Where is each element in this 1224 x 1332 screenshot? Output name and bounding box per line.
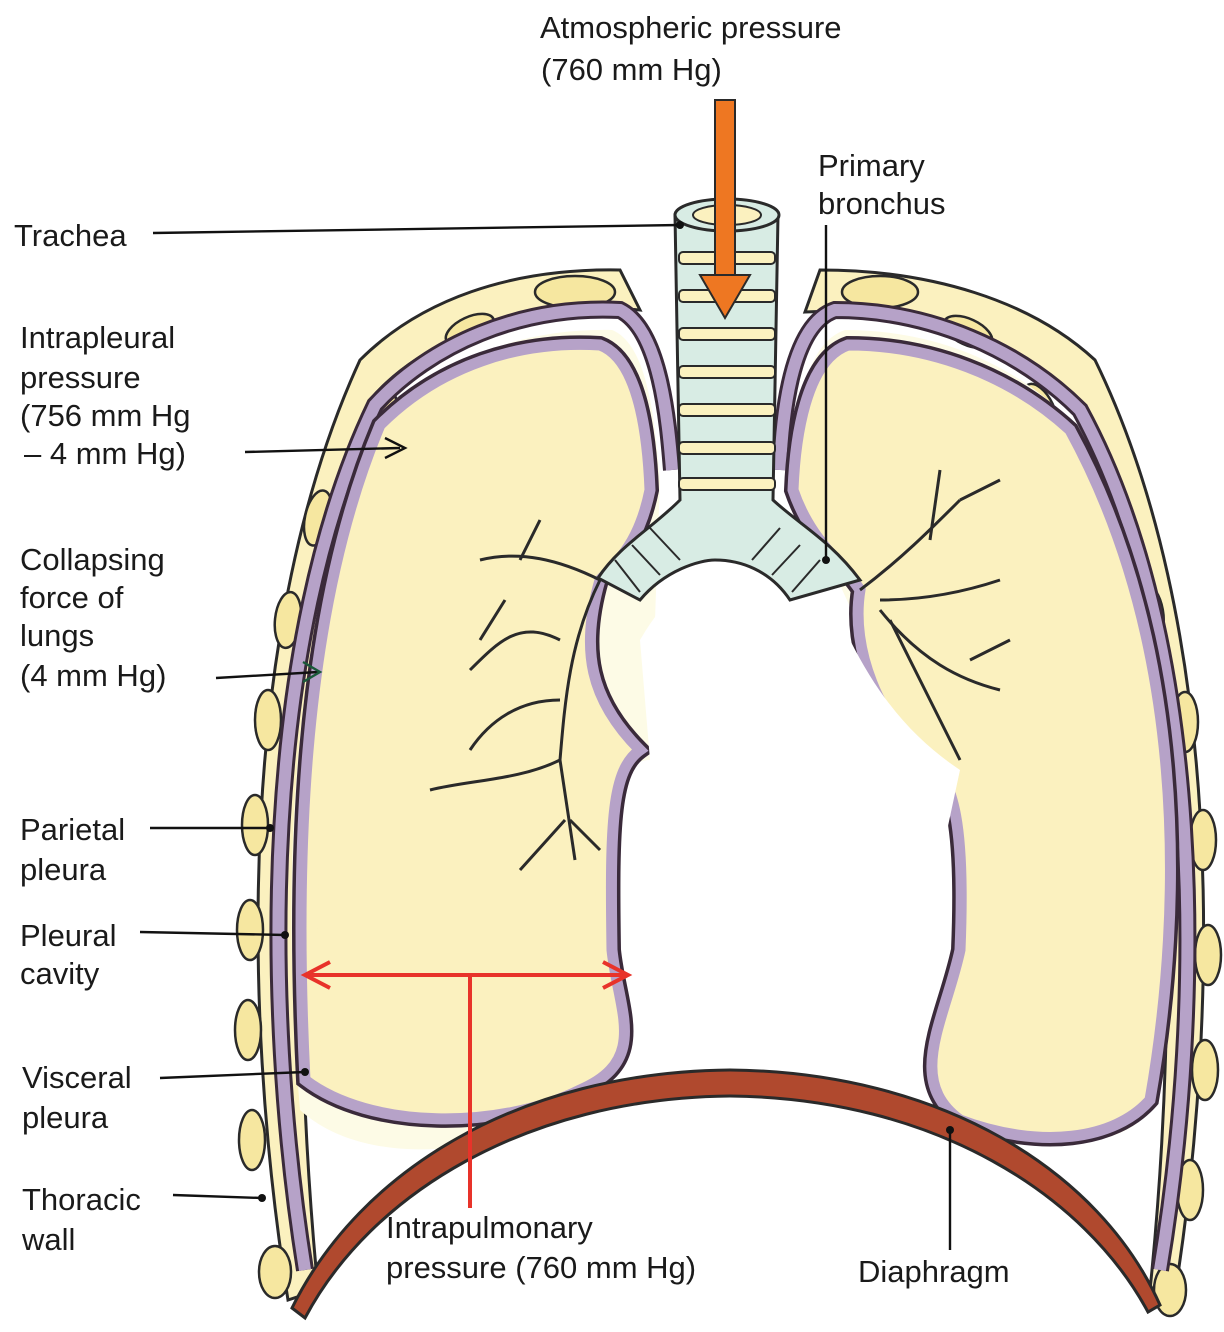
thoracic-wall-label-line2: wall xyxy=(21,1222,75,1257)
primary-bronchus-label-line1: Primary xyxy=(818,148,925,183)
intrapulmonary-label-line1: Intrapulmonary xyxy=(386,1210,593,1245)
visceral-pleura-label-line2: pleura xyxy=(22,1100,109,1135)
intrapleural-label-line4: – 4 mm Hg) xyxy=(24,436,186,471)
thoracic-wall-label-line1: Thoracic xyxy=(22,1182,141,1217)
parietal-pleura-label-line2: pleura xyxy=(20,852,107,887)
atmospheric-pressure-value: (760 mm Hg) xyxy=(541,52,722,87)
collapsing-force-label-line3: lungs xyxy=(20,618,94,653)
diaphragm-label: Diaphragm xyxy=(858,1254,1010,1289)
collapsing-force-label-line2: force of xyxy=(20,580,124,615)
parietal-pleura-label-line1: Parietal xyxy=(20,812,125,847)
trachea-label: Trachea xyxy=(14,218,127,253)
collapsing-force-label-line4: (4 mm Hg) xyxy=(20,658,166,693)
visceral-pleura-label-line1: Visceral xyxy=(22,1060,132,1095)
primary-bronchus-label-line2: bronchus xyxy=(818,186,946,221)
pleural-cavity-label-line1: Pleural xyxy=(20,918,117,953)
collapsing-force-label-line1: Collapsing xyxy=(20,542,165,577)
intrapleural-label-line2: pressure xyxy=(20,360,141,395)
pleural-cavity-label-line2: cavity xyxy=(20,956,100,991)
atmospheric-pressure-label: Atmospheric pressure xyxy=(540,10,842,45)
intrapulmonary-label-line2: pressure (760 mm Hg) xyxy=(386,1250,696,1285)
intrapleural-label-line3: (756 mm Hg xyxy=(20,398,191,433)
intrapleural-label-line1: Intrapleural xyxy=(20,320,175,355)
